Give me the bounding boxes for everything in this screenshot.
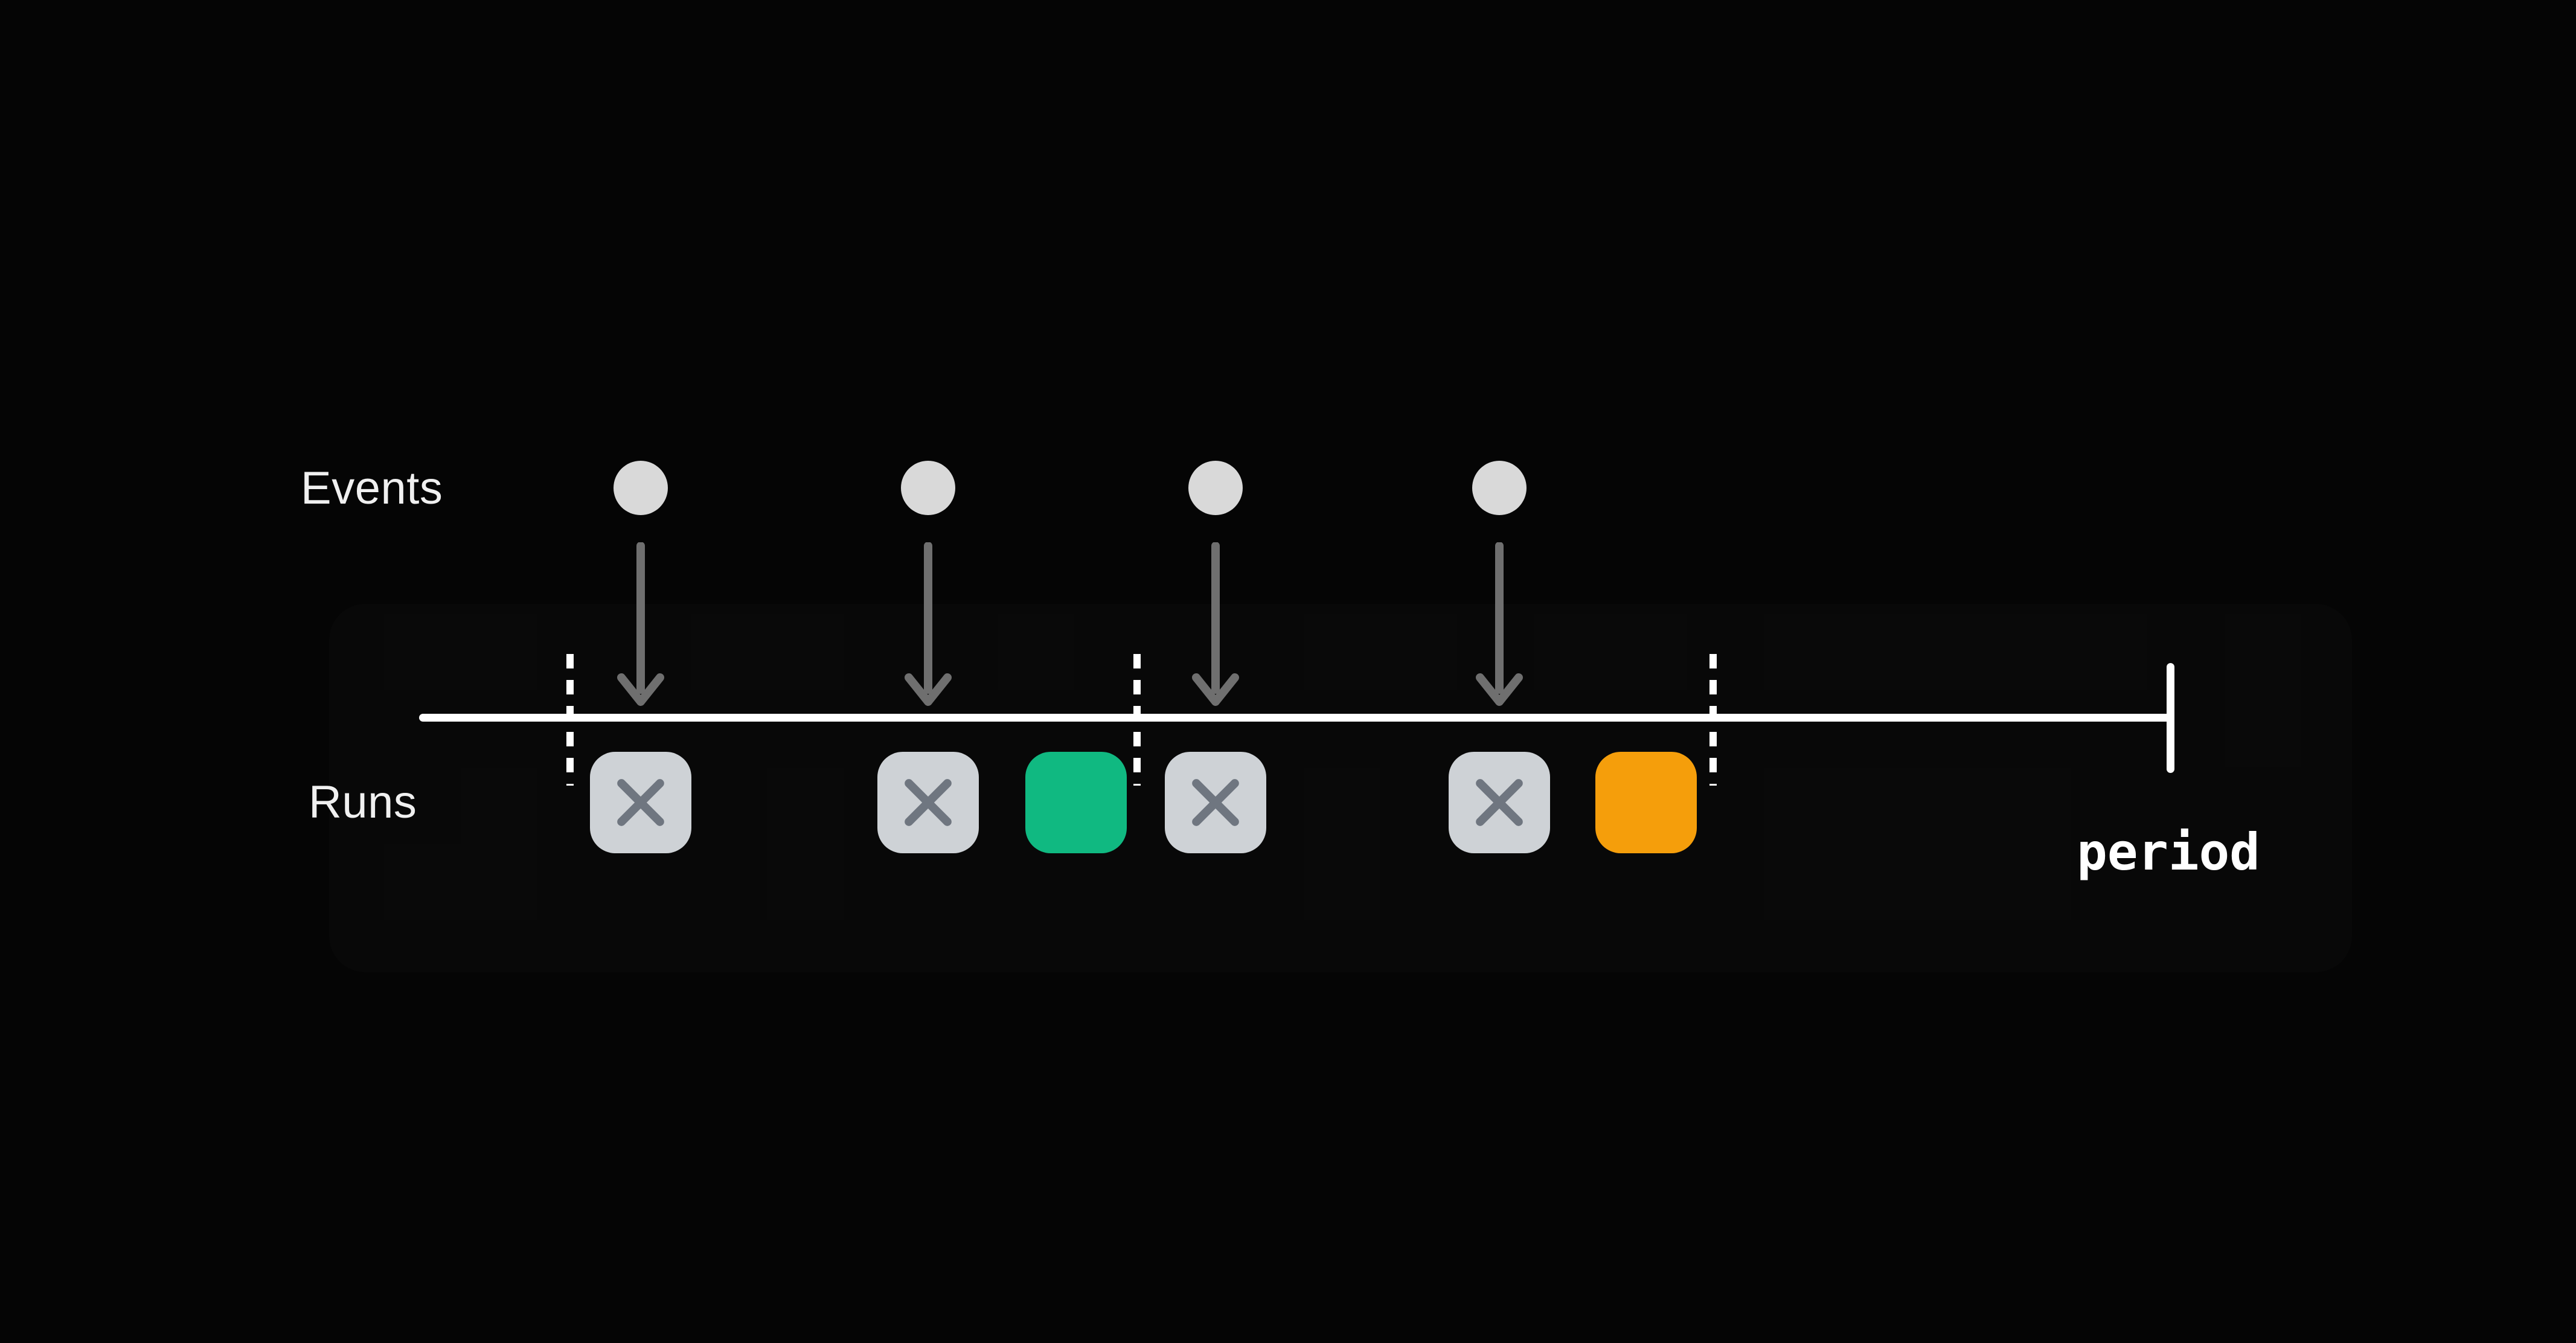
timeline-end-cap	[2167, 663, 2174, 773]
x-icon	[900, 775, 956, 830]
runs-row-label: Runs	[309, 777, 417, 828]
event-marker	[614, 461, 668, 714]
arrow-down-icon	[1476, 542, 1523, 706]
events-row-label: Events	[301, 463, 443, 514]
run-tile-skipped	[590, 752, 691, 853]
run-tile-pending	[1595, 752, 1697, 853]
event-marker	[901, 461, 955, 714]
run-tile-skipped	[1165, 752, 1266, 853]
arrow-down-icon	[905, 542, 952, 706]
event-marker	[1188, 461, 1243, 714]
event-dot	[614, 461, 668, 515]
run-tile-skipped	[1449, 752, 1550, 853]
timeline-axis	[419, 714, 2170, 722]
x-icon	[1188, 775, 1243, 830]
run-tile-success	[1025, 752, 1127, 853]
arrow-down-icon	[617, 542, 664, 706]
period-boundary-tick	[1133, 654, 1141, 786]
period-label: period	[2077, 822, 2260, 882]
x-icon	[1472, 775, 1527, 830]
event-dot	[1472, 461, 1527, 515]
x-icon	[613, 775, 668, 830]
run-tile-skipped	[877, 752, 979, 853]
arrow-down-icon	[1192, 542, 1239, 706]
period-boundary-tick	[566, 654, 574, 786]
event-dot	[901, 461, 955, 515]
event-marker	[1472, 461, 1527, 714]
period-boundary-tick	[1709, 654, 1717, 786]
event-dot	[1188, 461, 1243, 515]
